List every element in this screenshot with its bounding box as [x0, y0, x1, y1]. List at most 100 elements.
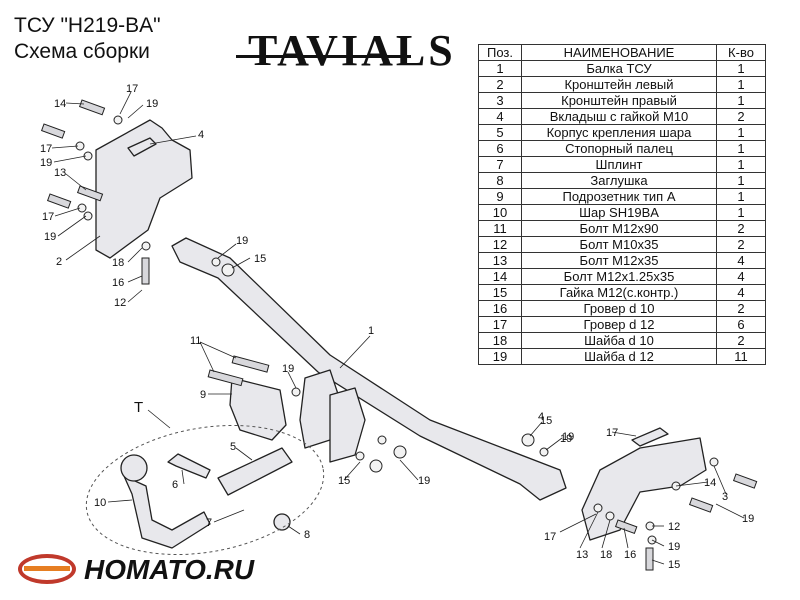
cell-name: Гровер d 10: [521, 300, 717, 317]
callout-label: 19: [146, 98, 158, 110]
callout-label: 4: [538, 411, 544, 423]
callout-label: 13: [54, 167, 66, 179]
callout-label: 10: [94, 497, 106, 509]
ball-neck: [123, 475, 211, 549]
callout-label: 18: [112, 257, 124, 269]
callout-label: 17: [42, 211, 54, 223]
nut: [521, 433, 535, 447]
brand-logo: TAVIALS: [248, 26, 456, 75]
callout-label: 2: [56, 256, 62, 268]
tow-beam: [171, 237, 567, 501]
washer: [377, 435, 387, 445]
washer: [77, 203, 87, 213]
bolt: [645, 547, 654, 571]
callout-label: 4: [198, 129, 204, 141]
col-header-qty: К-во: [716, 44, 766, 61]
washer: [355, 451, 365, 461]
callout-label: 12: [114, 297, 126, 309]
callout-label: 19: [44, 231, 56, 243]
cell-name: Подрозетник тип А: [521, 188, 717, 205]
bolt: [141, 257, 150, 285]
cell-pos: 19: [478, 348, 522, 365]
diagram-title: ТСУ "H219-BA": [14, 14, 161, 37]
locking-pin: [167, 453, 211, 479]
diagram-subtitle: Схема сборки: [14, 40, 150, 63]
cap: [273, 513, 291, 531]
cell-name: Стопорный палец: [521, 140, 717, 157]
watermark-logo: HOMATO.RU: [14, 552, 254, 588]
callout-label: 7: [206, 517, 212, 529]
washer: [211, 257, 221, 267]
washer: [141, 241, 151, 251]
bolt: [207, 369, 244, 387]
callout-label: 17: [126, 83, 138, 95]
cell-qty: 11: [716, 348, 766, 365]
washer: [83, 211, 93, 221]
callout-label: 16: [624, 549, 636, 561]
col-header-name: НАИМЕНОВАНИЕ: [521, 44, 717, 61]
callout-label: 17: [40, 143, 52, 155]
callout-label: 15: [254, 253, 266, 265]
bolt: [231, 355, 270, 373]
callout-label: 15: [540, 415, 552, 427]
washer: [113, 115, 123, 125]
callout-label: 18: [600, 549, 612, 561]
callout-label: 19: [742, 513, 754, 525]
washer: [593, 503, 603, 513]
insert-nut-right: [631, 427, 669, 447]
col-header-pos: Поз.: [478, 44, 522, 61]
cell-pos: 11: [478, 220, 522, 237]
callout-label: 19: [562, 431, 574, 443]
callout-label: 19: [668, 541, 680, 553]
table-header-row: Поз. НАИМЕНОВАНИЕ К-во: [478, 44, 766, 61]
socket-plate: [229, 377, 287, 441]
callout-label: 14: [704, 477, 716, 489]
callout-label: 19: [418, 475, 430, 487]
cell-pos: 17: [478, 316, 522, 333]
callout-label: 6: [172, 479, 178, 491]
callout-label: 19: [282, 363, 294, 375]
callout-label: 11: [190, 335, 201, 347]
callout-label: 9: [200, 389, 206, 401]
callout-label: T: [134, 399, 143, 416]
bolt: [76, 185, 104, 202]
callout-label: 19: [236, 235, 248, 247]
cell-name: Болт М12х35: [521, 252, 717, 269]
tow-ball: [120, 454, 148, 482]
nut: [393, 445, 407, 459]
bolt: [614, 519, 638, 535]
bolt: [688, 497, 714, 513]
cell-name: Шар SH19BA: [521, 204, 717, 221]
cell-qty: 2: [716, 220, 766, 237]
center-plate-right: [329, 387, 366, 463]
callout-label: 17: [544, 531, 556, 543]
cell-name: Болт М12х1.25х35: [521, 268, 717, 285]
washer: [709, 457, 719, 467]
cell-name: Кронштейн левый: [521, 76, 717, 93]
logo-emblem-bar: [24, 566, 70, 571]
callout-label: 3: [722, 491, 728, 503]
callout-label: 8: [304, 529, 310, 541]
callout-label: 1: [368, 325, 374, 337]
bolt: [78, 99, 106, 116]
brand-underline: [236, 55, 411, 58]
cell-name: Шайба d 12: [521, 348, 717, 365]
washer: [291, 387, 301, 397]
callout-label: 19: [560, 433, 572, 445]
callout-label: 12: [668, 521, 680, 533]
callout-label: 15: [668, 559, 680, 571]
callout-label: 16: [112, 277, 124, 289]
ball-mount-body: [217, 447, 293, 496]
callout-label: 19: [40, 157, 52, 169]
watermark-text: HOMATO.RU: [84, 554, 255, 585]
callout-label: 5: [230, 441, 236, 453]
callout-label: 14: [54, 98, 66, 110]
